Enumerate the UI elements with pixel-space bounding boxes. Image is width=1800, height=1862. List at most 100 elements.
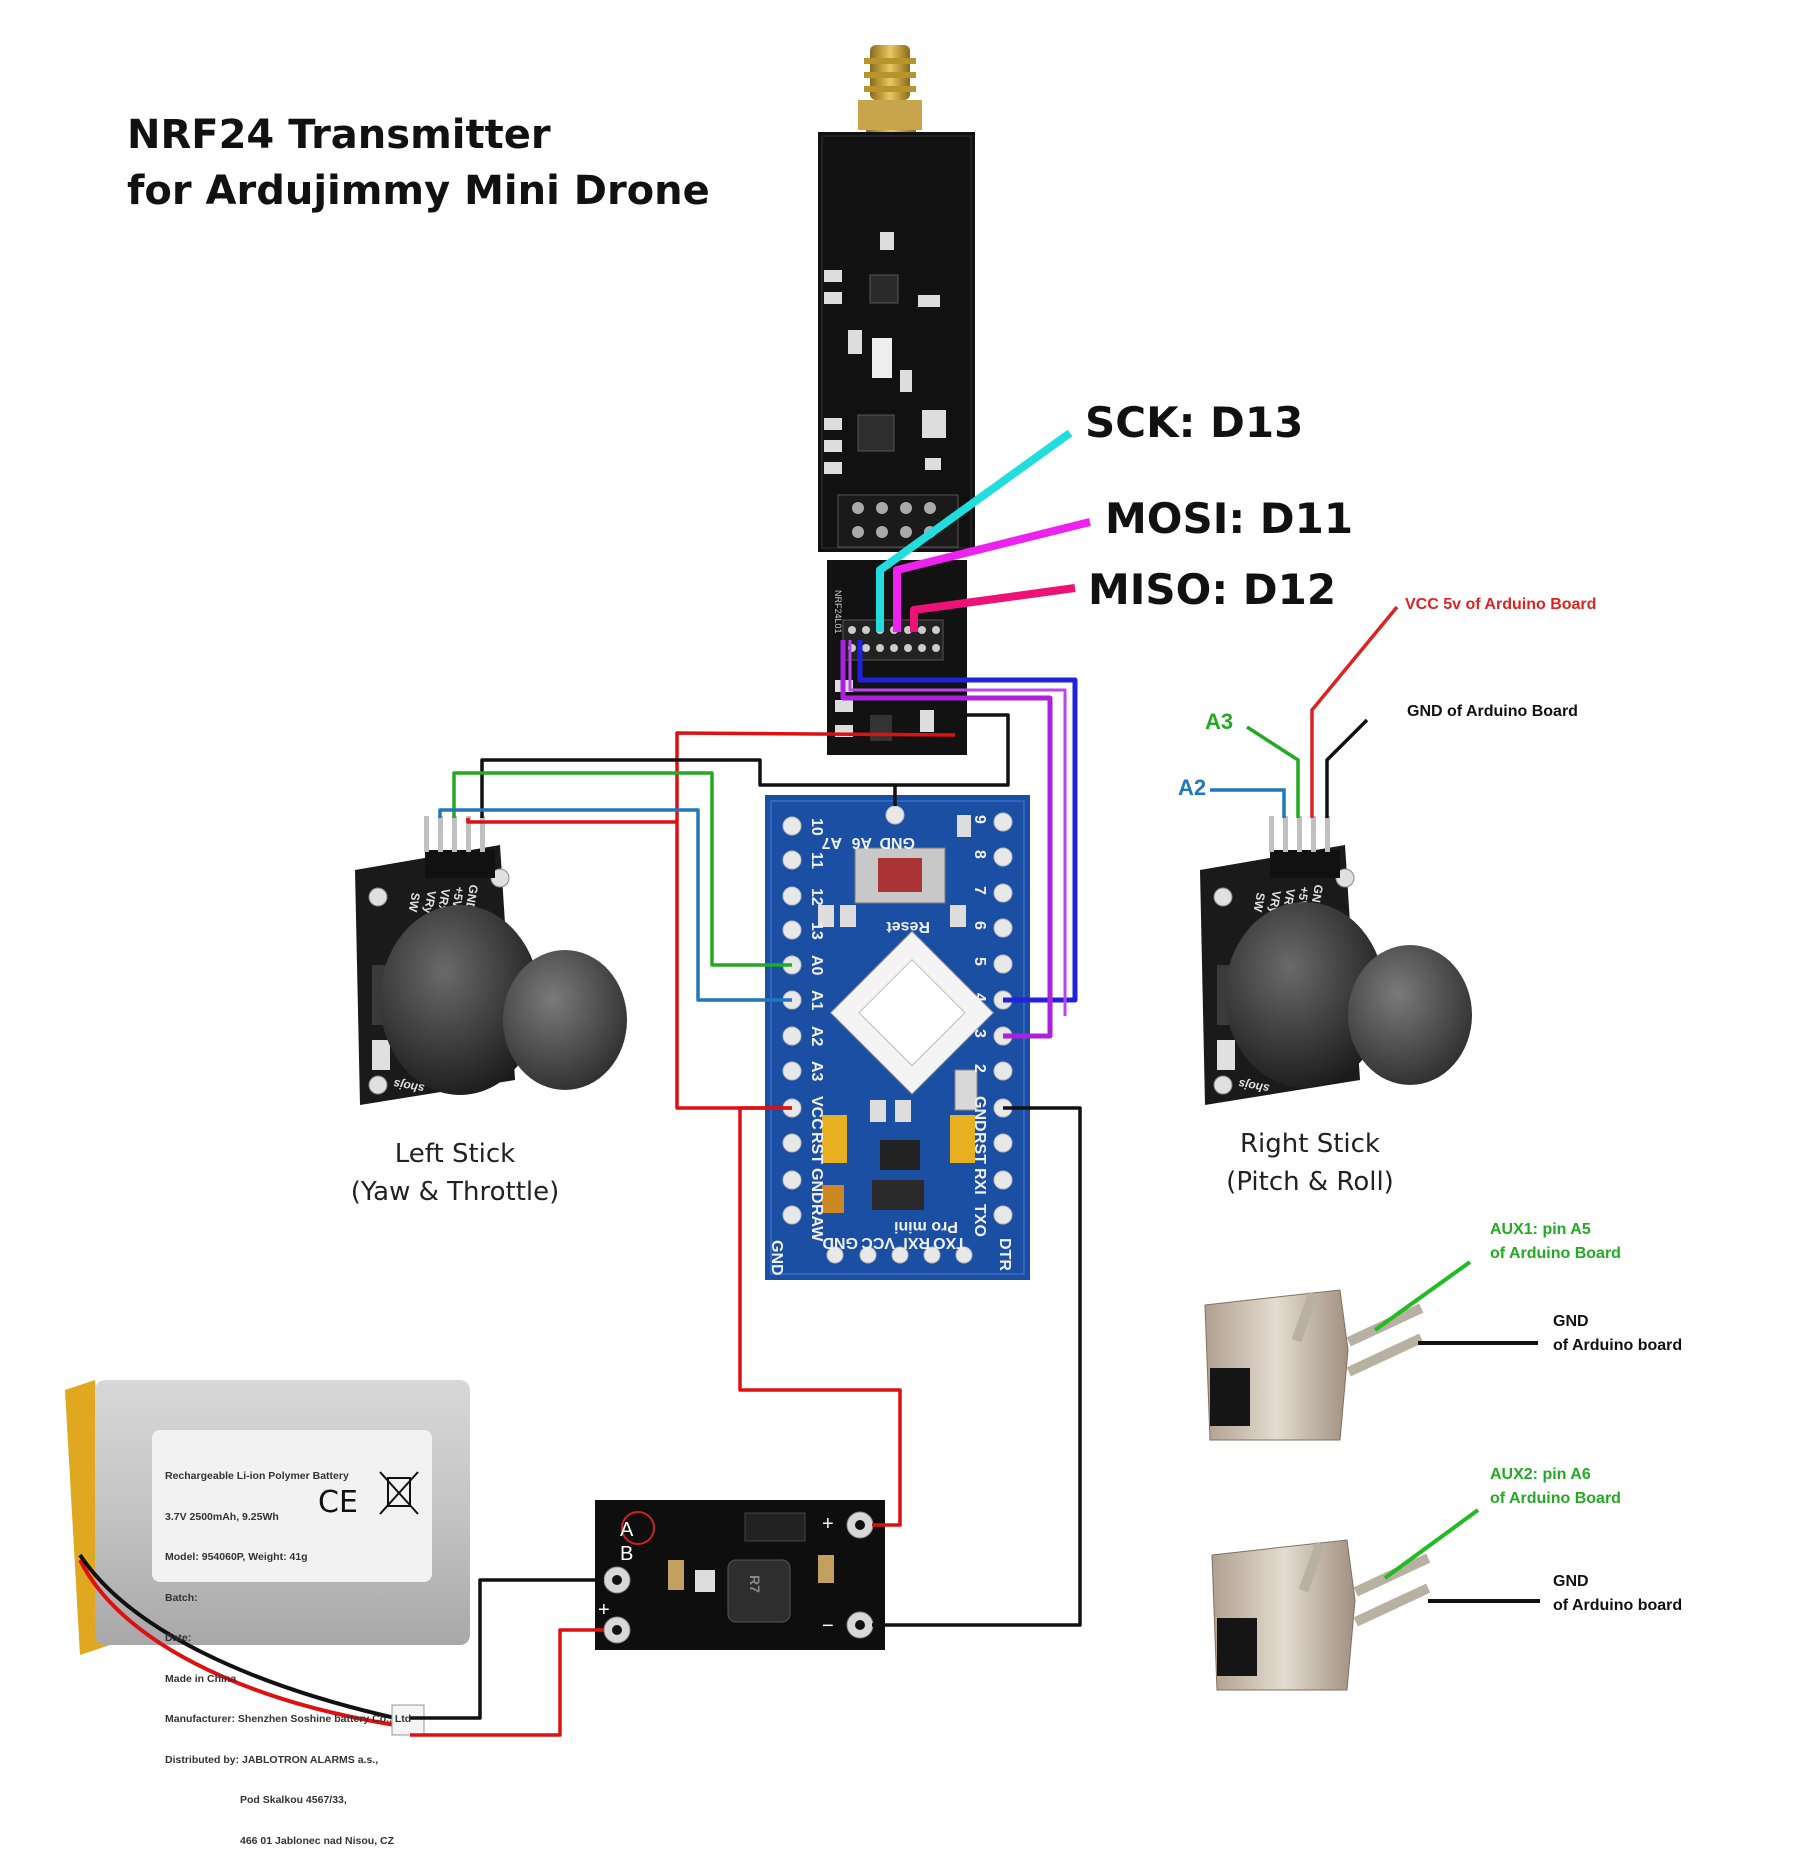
right-stick-caption: Right Stick (Pitch & Roll) <box>1200 1125 1420 1201</box>
left-stick-caption-line1: Left Stick <box>394 1139 516 1169</box>
battery-line6: Made in China <box>165 1672 237 1685</box>
pin-label-gnd-top: GND <box>879 834 915 851</box>
left-joy-pin-5v: +5V <box>449 885 467 909</box>
board-name: Pro mini <box>894 1218 958 1235</box>
diagram-title-line1: NRF24 Transmitter <box>127 112 551 158</box>
battery-line3: Model: 954060P, Weight: 41g <box>165 1551 308 1563</box>
pin-label-a2: A2 <box>808 1026 825 1047</box>
left-joystick-knob <box>380 905 540 1095</box>
aux2-note-line1: AUX2: pin A6 <box>1490 1466 1591 1483</box>
booster-label-a: A <box>620 1519 634 1541</box>
aux1-slide-switch <box>1204 1289 1424 1441</box>
pin-label-rst: RST <box>808 1132 825 1164</box>
aux-wires <box>1373 1260 1540 1603</box>
pin-label-10: 10 <box>808 818 825 836</box>
miso-label: MISO: D12 <box>1088 565 1337 614</box>
aux2-gnd-note: GND of Arduino board <box>1553 1570 1682 1618</box>
ce-mark: CE <box>318 1485 358 1520</box>
pin-label-vcc: VCC <box>808 1096 825 1130</box>
battery-line9: Pod Skalkou 4567/33, <box>240 1794 347 1806</box>
wire-miso <box>910 584 1076 632</box>
wire-batt-gnd <box>410 1578 604 1720</box>
wire-aux1-signal <box>1373 1260 1472 1332</box>
pin-label-11: 11 <box>808 852 825 869</box>
left-joy-pin-sw: SW <box>406 891 423 913</box>
battery-line2: 3.7V 2500mAh, 9.25Wh <box>165 1510 279 1523</box>
arduino-left-pin-holes <box>782 816 802 1225</box>
wire-left-joy-vcc <box>466 818 677 824</box>
booster-label-minus: − <box>822 1615 834 1637</box>
right-stick-a2-note: A2 <box>1178 775 1207 800</box>
arduino-top-gnd-hole <box>885 805 905 825</box>
pin-label-gnd: GND <box>808 1168 825 1204</box>
arduino-pro-mini: 10 11 12 13 A0 A1 A2 A3 VCC RST GND RAW … <box>765 795 1030 1280</box>
battery-label-text: Rechargeable Li-ion Polymer Battery 3.7V… <box>165 1443 411 1862</box>
wire-sck <box>876 429 1073 632</box>
right-stick-vcc-note: VCC 5v of Arduino Board <box>1405 596 1597 613</box>
diagram-title-line2: for Ardujimmy Mini Drone <box>127 168 710 214</box>
wire-ce <box>840 640 1053 1039</box>
aux1-gnd-note: GND of Arduino board <box>1553 1310 1682 1358</box>
wire-right-gnd <box>1325 718 1369 818</box>
pin-label-3: 3 <box>971 1029 988 1038</box>
battery-jst-connector <box>391 1704 425 1736</box>
right-joystick-cap <box>1348 945 1472 1085</box>
sck-label: SCK: D13 <box>1085 398 1304 447</box>
pin-label-5: 5 <box>971 957 988 966</box>
booster-chip-label: R7 <box>747 1575 763 1593</box>
battery-line5: Date: <box>165 1632 192 1644</box>
right-joystick-pins <box>1269 816 1340 878</box>
pin-label-a1: A1 <box>808 990 825 1011</box>
pin-label-gnd-corner: GND <box>768 1240 785 1276</box>
right-stick-caption-line2: (Pitch & Roll) <box>1226 1167 1394 1197</box>
battery-line4: Batch: <box>165 1591 198 1604</box>
aux2-slide-switch <box>1211 1539 1431 1691</box>
lipo-battery: CE <box>65 1380 470 1736</box>
wire-gnd-to-booster <box>872 1106 1082 1627</box>
left-joystick: SW VRy VRx +5V GND shojs <box>355 816 627 1105</box>
pin-label-13: 13 <box>808 922 825 940</box>
booster-label-plus: + <box>822 1513 834 1535</box>
pin-label-9: 9 <box>971 815 988 824</box>
left-joy-pin-gnd: GND <box>462 883 480 912</box>
boost-converter: R7 A B + − + <box>595 1500 885 1650</box>
wiring-diagram: NRF24L01 <box>65 45 1540 1737</box>
aux1-note-line1: AUX1: pin A5 <box>1490 1221 1591 1238</box>
left-joy-brand: shojs <box>392 1077 426 1096</box>
spi-wires <box>876 429 1091 632</box>
battery-line8: Distributed by: JABLOTRON ALARMS a.s., <box>165 1753 379 1766</box>
booster-label-in-plus: + <box>598 1599 610 1621</box>
pin-label-rxi-bottom: RXI <box>903 1234 930 1251</box>
left-joy-pin-vry: VRy <box>421 889 439 915</box>
arduino-left-silkscreen: 10 11 12 13 A0 A1 A2 A3 VCC RST GND RAW … <box>768 818 825 1276</box>
pin-label-txo-right: TXO <box>971 1204 988 1237</box>
reset-label: Reset <box>886 918 930 935</box>
right-stick-gnd-note: GND of Arduino Board <box>1407 703 1578 720</box>
aux1-note-line2: of Arduino Board <box>1490 1245 1621 1262</box>
pin-label-8: 8 <box>971 850 988 859</box>
aux1-gnd-line2: of Arduino board <box>1553 1337 1683 1354</box>
pin-label-4: 4 <box>971 993 988 1002</box>
aux1-note: AUX1: pin A5 of Arduino Board <box>1490 1218 1621 1266</box>
pin-label-a7: A7 <box>821 834 842 851</box>
aux2-gnd-line2: of Arduino board <box>1553 1597 1683 1614</box>
left-joystick-cap <box>503 950 627 1090</box>
signal-wires <box>410 640 1082 1737</box>
wire-right-a2 <box>1210 788 1286 818</box>
wire-nrf-gnd <box>893 713 1010 806</box>
left-stick-caption-line2: (Yaw & Throttle) <box>350 1177 560 1207</box>
right-joystick-knob <box>1225 902 1385 1088</box>
battery-line1: Rechargeable Li-ion Polymer Battery <box>165 1470 349 1482</box>
right-joy-pin-sw: SW <box>1251 891 1268 913</box>
pin-label-gnd-right: GND <box>971 1096 988 1132</box>
right-stick-a3-note: A3 <box>1205 709 1234 734</box>
arduino-right-pin-holes <box>993 812 1013 1225</box>
arduino-bottom-silkscreen: TXO RXI VCC GND <box>822 1234 966 1251</box>
pin-label-a0: A0 <box>808 955 825 976</box>
pin-label-a3: A3 <box>808 1061 825 1082</box>
pin-label-2: 2 <box>971 1064 988 1073</box>
nrf24-adapter-name: NRF24L01 <box>833 590 843 634</box>
booster-label-b: B <box>620 1543 633 1565</box>
battery-line10: 466 01 Jablonec nad Nisou, CZ <box>240 1834 395 1847</box>
wire-nrf-vcc <box>675 731 956 1110</box>
